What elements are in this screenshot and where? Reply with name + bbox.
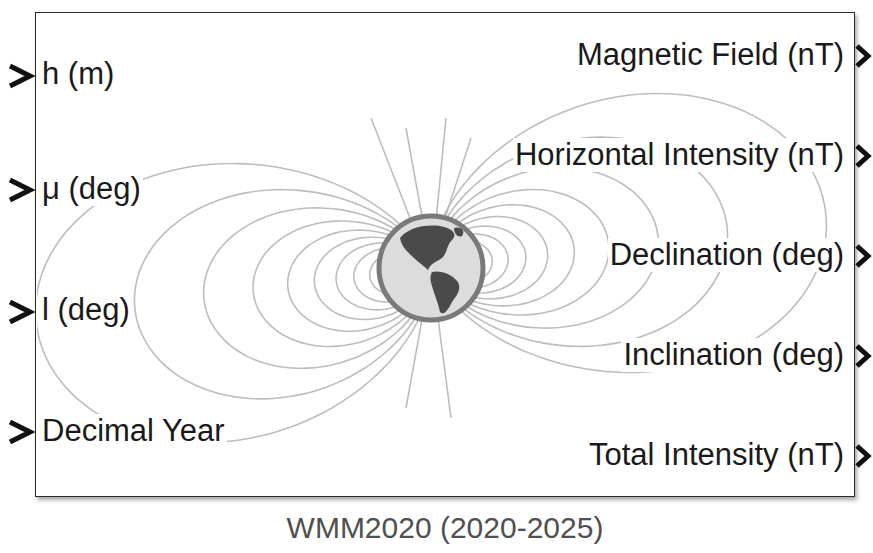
input-port	[10, 66, 30, 442]
output-port-label: Total Intensity (nT)	[587, 438, 846, 472]
simulink-block: h (m) μ (deg) l (deg) Decimal Year Magnetic …	[35, 12, 855, 497]
block-caption: WMM2020 (2020-2025)	[287, 511, 604, 544]
field-line	[443, 94, 826, 373]
field-line	[436, 118, 446, 218]
output-port-label: Declination (deg)	[608, 238, 846, 272]
output-port-label: Magnetic Field (nT)	[575, 38, 846, 72]
input-port-label: l (deg)	[40, 293, 132, 327]
output-port-label: Horizontal Intensity (nT)	[513, 138, 846, 172]
field-line	[371, 118, 410, 218]
input-port-label: h (m)	[40, 57, 116, 91]
field-line	[438, 318, 451, 418]
field-line	[445, 138, 471, 218]
field-line	[37, 164, 419, 443]
input-port-label: μ (deg)	[40, 172, 143, 206]
input-port-label: Decimal Year	[40, 414, 227, 448]
field-line	[406, 318, 422, 408]
field-line	[406, 128, 422, 218]
field-line	[134, 190, 418, 399]
output-port	[857, 46, 868, 466]
output-port-label: Inclination (deg)	[621, 338, 846, 372]
globe-icon	[379, 216, 483, 320]
